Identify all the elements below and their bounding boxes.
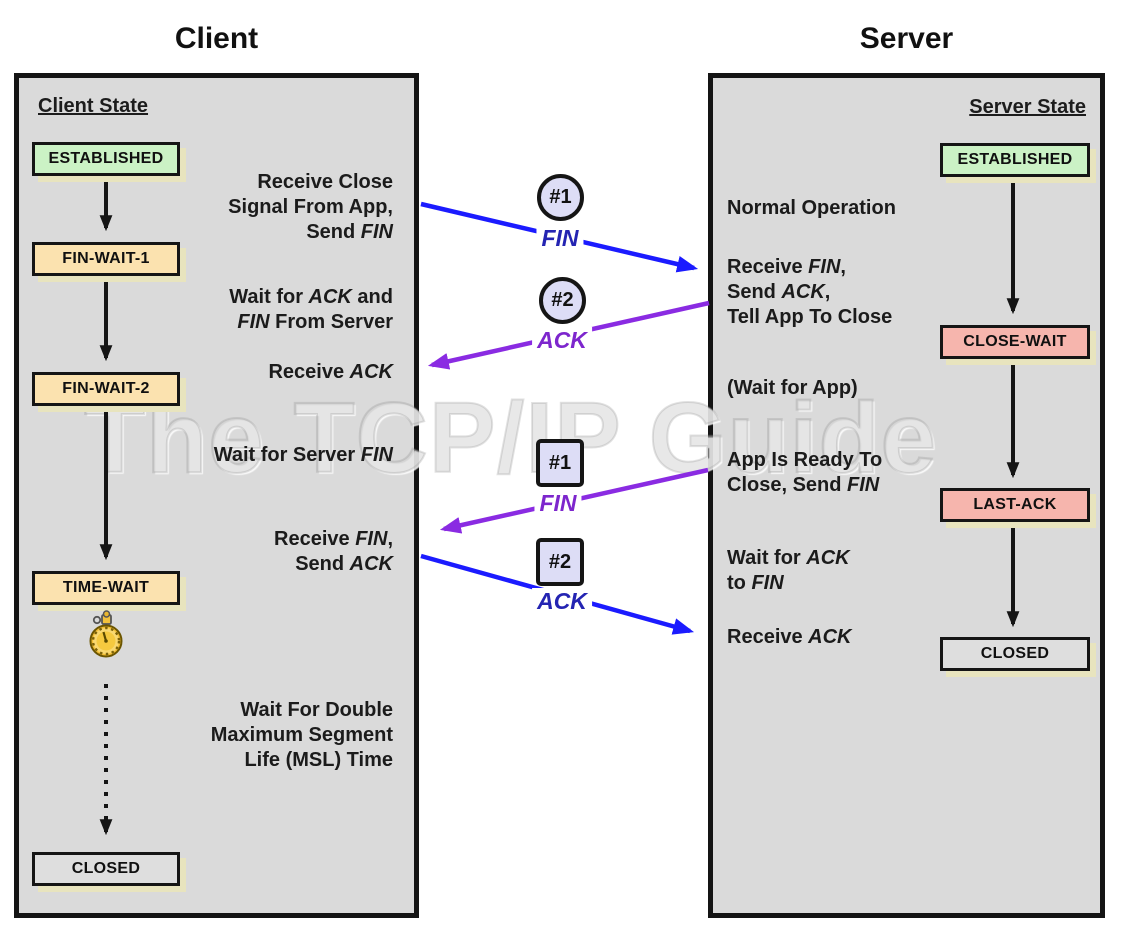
- client-note-receive-close: Receive Close Signal From App, Send FIN: [228, 171, 393, 243]
- client-note-wait-server-fin: Wait for Server FIN: [213, 444, 393, 466]
- server-note-wait-for-app: (Wait for App): [727, 377, 858, 399]
- state-box-server-close-wait: CLOSE-WAIT: [940, 325, 1090, 359]
- message-badge-3: #1: [536, 439, 584, 487]
- client-state-header: Client State: [38, 95, 149, 117]
- server-note-app-ready: App Is Ready To Close, Send FIN: [727, 449, 883, 496]
- server-note-receive-fin: Receive FIN, Send ACK, Tell App To Close: [727, 256, 893, 328]
- client-note-wait-ack-fin: Wait for ACK and FIN From Server: [229, 286, 393, 333]
- state-box-client-fin-wait-1: FIN-WAIT-1: [32, 242, 180, 276]
- state-box-server-last-ack: LAST-ACK: [940, 488, 1090, 522]
- state-box-client-time-wait: TIME-WAIT: [32, 571, 180, 605]
- message-badge-4: #2: [536, 538, 584, 586]
- client-note-receive-ack: Receive ACK: [268, 361, 393, 383]
- message-label-fin-3: FIN: [534, 490, 582, 517]
- client-note-receive-fin-send-ack: Receive FIN, Send ACK: [274, 528, 393, 575]
- server-note-receive-ack: Receive ACK: [727, 626, 852, 648]
- client-panel: [14, 73, 419, 918]
- state-box-server-established: ESTABLISHED: [940, 143, 1090, 177]
- server-note-normal-operation: Normal Operation: [727, 197, 896, 219]
- server-title: Server: [859, 22, 954, 55]
- state-box-client-established: ESTABLISHED: [32, 142, 180, 176]
- message-label-ack-4: ACK: [532, 588, 592, 615]
- message-label-ack-2: ACK: [532, 327, 592, 354]
- message-label-fin-1: FIN: [536, 225, 584, 252]
- message-badge-2: #2: [539, 277, 586, 324]
- client-title: Client: [174, 22, 259, 55]
- stopwatch-icon: [89, 610, 123, 658]
- state-box-client-fin-wait-2: FIN-WAIT-2: [32, 372, 180, 406]
- client-note-wait-2msl: Wait For Double Maximum Segment Life (MS…: [210, 699, 393, 771]
- server-note-wait-ack-to-fin: Wait for ACK to FIN: [727, 547, 850, 594]
- state-box-server-closed: CLOSED: [940, 637, 1090, 671]
- server-state-header: Server State: [969, 96, 1086, 118]
- message-badge-1: #1: [537, 174, 584, 221]
- state-box-client-closed: CLOSED: [32, 852, 180, 886]
